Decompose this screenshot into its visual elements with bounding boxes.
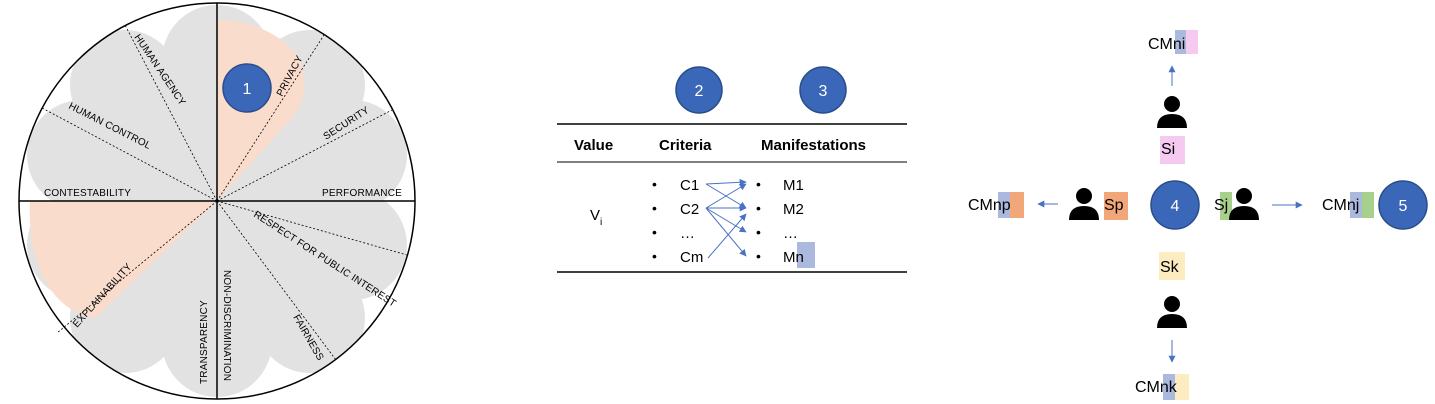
stakeholder-label-sp: Sp — [1104, 197, 1124, 214]
badge-2: 2 — [675, 66, 723, 114]
svg-text:•: • — [756, 200, 761, 216]
svg-text:•: • — [652, 248, 657, 264]
svg-text:•: • — [756, 176, 761, 192]
person-icon — [1069, 188, 1099, 220]
header-value: Value — [574, 137, 613, 154]
person-icon — [1157, 96, 1187, 128]
stakeholder-bottom: Sk CMnk — [1135, 252, 1189, 400]
stakeholder-label-si: Si — [1161, 141, 1175, 158]
manifestation-item: Mn — [783, 249, 804, 266]
explainability-highlight — [29, 201, 218, 318]
person-icon — [1157, 296, 1187, 328]
svg-text:3: 3 — [819, 83, 828, 100]
badge-3: 3 — [799, 66, 847, 114]
value-symbol: Vi — [590, 207, 602, 228]
label-nondiscrimination: NON-DISCRIMINATION — [221, 270, 232, 381]
cm-right: CMnj — [1322, 197, 1359, 214]
svg-text:•: • — [756, 224, 761, 240]
stakeholder-label-sk: Sk — [1160, 259, 1180, 276]
criteria-list: • • • • C1 C2 … Cm — [652, 176, 703, 266]
cm-left: CMnp — [968, 197, 1011, 214]
value-table: 2 3 Value Criteria Manifestations Vi • •… — [557, 66, 907, 273]
manifestation-item: … — [783, 225, 798, 242]
label-transparency: TRANSPARENCY — [199, 300, 210, 384]
svg-text:1: 1 — [243, 81, 252, 98]
svg-text:2: 2 — [695, 83, 704, 100]
badge-4: 4 — [1150, 180, 1200, 230]
cm-top: CMni — [1148, 36, 1185, 53]
svg-text:4: 4 — [1171, 198, 1180, 215]
manifestations-list: • • • • M1 M2 … Mn — [756, 176, 815, 268]
criteria-item: C2 — [680, 201, 699, 218]
label-contestability: CONTESTABILITY — [44, 188, 131, 199]
badge-1: 1 — [222, 63, 272, 113]
stakeholder-left: CMnp Sp — [968, 188, 1128, 220]
stakeholder-label-sj: Sj — [1214, 197, 1228, 214]
mapping-arrows — [705, 178, 747, 259]
criteria-item: Cm — [680, 249, 703, 266]
criteria-item: C1 — [680, 177, 699, 194]
svg-text:5: 5 — [1399, 198, 1408, 215]
mn-swatch — [797, 242, 815, 268]
values-wheel: PRIVACY SECURITY PERFORMANCE RESPECT FOR… — [18, 2, 416, 400]
stakeholder-diagram: CMni Si CMnp Sp 4 Sj — [968, 30, 1428, 400]
stakeholder-right: Sj CMnj 5 — [1214, 180, 1428, 230]
cm-bottom: CMnk — [1135, 379, 1178, 396]
badge-5: 5 — [1378, 180, 1428, 230]
dotted-spokes — [41, 24, 408, 361]
header-criteria: Criteria — [659, 137, 712, 154]
person-icon — [1229, 188, 1259, 220]
svg-text:•: • — [756, 248, 761, 264]
svg-text:•: • — [652, 176, 657, 192]
svg-text:•: • — [652, 224, 657, 240]
manifestation-item: M2 — [783, 201, 804, 218]
header-manifestations: Manifestations — [761, 137, 866, 154]
manifestation-item: M1 — [783, 177, 804, 194]
label-performance: PERFORMANCE — [322, 188, 402, 199]
criteria-item: … — [680, 225, 695, 242]
svg-text:•: • — [652, 200, 657, 216]
stakeholder-top: CMni Si — [1148, 30, 1198, 164]
